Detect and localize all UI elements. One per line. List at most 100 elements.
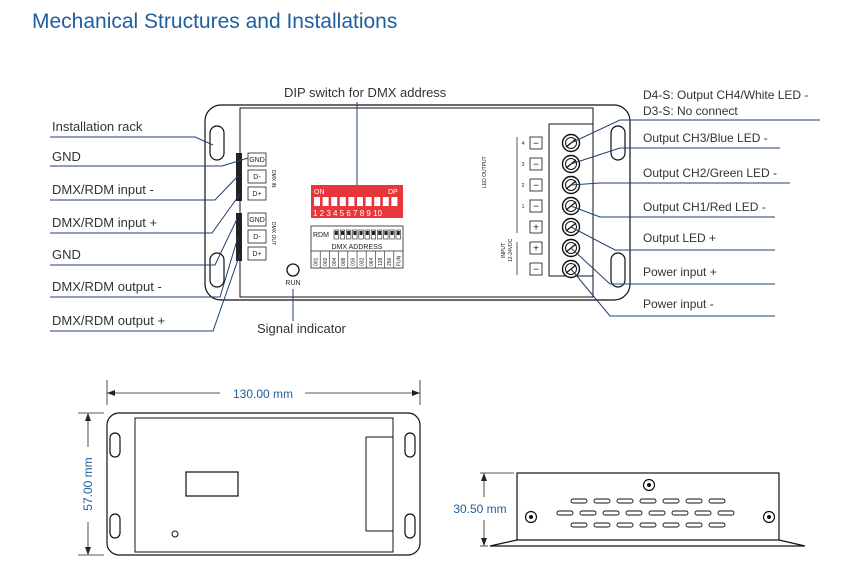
vent-slot bbox=[570, 498, 588, 504]
terminal-sign: − bbox=[533, 265, 539, 276]
dip-key bbox=[339, 197, 346, 206]
dmx-out-gnd-label: GND bbox=[249, 217, 265, 224]
dmx-out-dplus-label: D+ bbox=[252, 251, 261, 258]
label-ch2: Output CH2/Green LED - bbox=[643, 166, 777, 180]
dip-key bbox=[357, 197, 363, 206]
vent-slot bbox=[662, 522, 680, 528]
dmx-in-dplus-label: D+ bbox=[252, 191, 261, 198]
height-dimension-label: 57.00 mm bbox=[81, 457, 95, 510]
dmx-address-cell: FUN bbox=[396, 255, 402, 266]
leader-installation-rack bbox=[50, 136, 214, 146]
dip-on-label: ON bbox=[314, 189, 325, 196]
dmx-in-gnd-box bbox=[247, 152, 267, 167]
leader-power-plus bbox=[570, 247, 775, 285]
dmx-in-dminus-box bbox=[247, 169, 267, 184]
dmx-address-cell: 008 bbox=[341, 257, 347, 266]
dmx-address-cell: 032 bbox=[360, 257, 366, 266]
label-ch4-line2: D3-S: No connect bbox=[643, 104, 738, 118]
dip-key bbox=[322, 197, 329, 206]
dip-key bbox=[331, 197, 338, 206]
dmx-in-connector-edge bbox=[236, 153, 242, 201]
label-signal-indicator: Signal indicator bbox=[257, 321, 347, 336]
dmx-address-label: DMX ADDRESS bbox=[332, 244, 383, 251]
label-gnd-out: GND bbox=[52, 247, 81, 262]
vent-slot bbox=[694, 510, 712, 516]
vent-slot bbox=[662, 498, 680, 504]
dip-switch: ON DP 1 2 3 4 5 6 7 8 9 10 bbox=[311, 185, 403, 218]
vent-slot bbox=[556, 510, 574, 516]
leader-dmx-in-minus bbox=[50, 175, 239, 201]
dip-dp-label: DP bbox=[388, 189, 398, 196]
label-ch4-line1: D4-S: Output CH4/White LED - bbox=[643, 88, 808, 102]
leader-ch1 bbox=[570, 205, 775, 218]
vent-slot bbox=[685, 498, 703, 504]
terminal-sign: − bbox=[533, 181, 539, 192]
leader-power-minus bbox=[570, 268, 775, 317]
dmx-in-gnd-label: GND bbox=[249, 157, 265, 164]
vent-slot bbox=[671, 510, 689, 516]
terminal-sign-box bbox=[529, 178, 543, 192]
width-dimension-label: 130.00 mm bbox=[233, 387, 293, 401]
front-view-run-led bbox=[171, 530, 179, 538]
dmx-out-connector-edge bbox=[236, 213, 242, 261]
terminal-sign-box bbox=[529, 220, 543, 234]
dmx-out-label: DMX OUT bbox=[270, 222, 276, 245]
dmx-out-gnd-box bbox=[247, 212, 267, 227]
dip-numbers: 1 2 3 4 5 6 7 8 9 10 bbox=[313, 209, 382, 218]
leader-led-plus bbox=[570, 226, 775, 251]
terminal-sign-box bbox=[529, 136, 543, 150]
vent-slot bbox=[593, 522, 611, 528]
label-dmx-out-plus: DMX/RDM output + bbox=[52, 313, 165, 328]
dmx-address-cell: 004 bbox=[332, 257, 338, 266]
dip-key bbox=[365, 197, 372, 206]
label-dmx-out-minus: DMX/RDM output - bbox=[52, 279, 162, 294]
dmx-address-cell: 016 bbox=[350, 257, 356, 266]
terminal-channel-num: 4 bbox=[522, 141, 525, 147]
leader-gnd-in bbox=[50, 157, 249, 167]
front-hole-top-left bbox=[109, 432, 121, 458]
dmx-in-dplus-box bbox=[247, 186, 267, 201]
terminal-sign: − bbox=[533, 202, 539, 213]
input-label: INPUT bbox=[501, 243, 507, 258]
front-view bbox=[106, 412, 421, 556]
depth-dimension: 30.50 mm bbox=[453, 472, 514, 547]
dmx-address-cell: 256 bbox=[387, 257, 393, 266]
leader-dmx-out-minus bbox=[50, 236, 239, 298]
dip-key bbox=[374, 197, 381, 206]
front-hole-bottom-right bbox=[404, 513, 416, 539]
run-label: RUN bbox=[285, 280, 300, 287]
dip-keys bbox=[314, 197, 398, 206]
terminal-sign: + bbox=[533, 223, 539, 234]
terminal-sign: − bbox=[533, 139, 539, 150]
front-view-flange bbox=[106, 412, 421, 556]
leader-dmx-in-plus bbox=[50, 193, 241, 234]
terminal-sign: + bbox=[533, 244, 539, 255]
label-installation-rack: Installation rack bbox=[52, 119, 143, 134]
front-hole-top-right bbox=[404, 432, 416, 458]
side-view-vents bbox=[556, 498, 735, 528]
vent-slot bbox=[616, 498, 634, 504]
height-dimension: 57.00 mm bbox=[78, 412, 104, 556]
dip-key bbox=[382, 197, 389, 206]
dmx-address-cell: 001 bbox=[314, 257, 320, 266]
mount-hole-bottom-left bbox=[209, 252, 225, 288]
left-callouts: Installation rack GND DMX/RDM input - DM… bbox=[50, 119, 249, 332]
leader-ch2 bbox=[570, 182, 790, 186]
terminal-sign-box bbox=[529, 262, 543, 276]
label-led-plus: Output LED + bbox=[643, 231, 716, 245]
label-power-minus: Power input - bbox=[643, 297, 714, 311]
leader-ch4 bbox=[570, 119, 820, 144]
label-dmx-in-minus: DMX/RDM input - bbox=[52, 182, 154, 197]
dmx-out-dplus-box bbox=[247, 246, 267, 261]
vent-slot bbox=[570, 522, 588, 528]
dip-key bbox=[314, 197, 320, 206]
label-gnd-in: GND bbox=[52, 149, 81, 164]
front-view-terminal bbox=[365, 436, 394, 532]
dmx-in-label: DMX IN bbox=[270, 170, 276, 188]
leader-dmx-out-plus bbox=[50, 253, 241, 332]
side-view-base bbox=[489, 539, 806, 547]
mount-hole-bottom-right bbox=[610, 252, 626, 288]
